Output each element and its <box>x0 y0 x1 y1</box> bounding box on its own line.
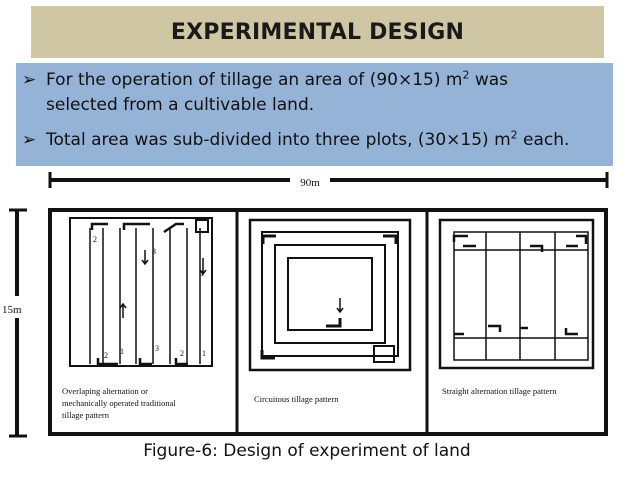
plot-1-pass-labels: 2 3 1 2 3 1 2 1 <box>93 235 206 360</box>
plot-2-pattern <box>248 218 412 372</box>
land-layout-diagram: 90m 15m 2 3 1 2 3 1 <box>2 172 609 438</box>
bullet-box: ➢ For the operation of tillage an area o… <box>16 63 613 166</box>
height-label: 15m <box>2 304 22 316</box>
figure-caption-text: Figure-6: Design of experiment of land <box>143 441 471 461</box>
slide-title: EXPERIMENTAL DESIGN <box>170 19 465 45</box>
pass-mark: 3 <box>155 344 159 353</box>
height-dimension <box>9 208 27 438</box>
bullet-1-text-after: was <box>469 70 509 90</box>
width-label: 90m <box>300 177 320 189</box>
bullet-2-text-after: each. <box>517 130 570 150</box>
bullet-text: Total area was sub-divided into three pl… <box>46 128 569 153</box>
pass-mark: 3 <box>152 247 156 256</box>
arrow-bullet-icon: ➢ <box>22 130 37 150</box>
plot-2-caption: Circuitous tillage pattern <box>254 394 339 404</box>
bullet-text: For the operation of tillage an area of … <box>46 68 508 93</box>
plot-3-pattern <box>438 218 595 370</box>
plot-1-caption-line: mechanically operated traditional <box>62 398 176 408</box>
pass-mark: 2 <box>180 349 184 358</box>
bullet-1-text: For the operation of tillage an area of … <box>46 70 463 90</box>
pass-mark: 2 <box>93 235 97 244</box>
plot-1-caption-line: Overlaping alternation or <box>62 386 148 396</box>
plot-1-caption: Overlaping alternation or mechanically o… <box>62 386 176 420</box>
figure-caption: Figure-6: Design of experiment of land <box>0 441 638 461</box>
field-outline <box>48 208 608 436</box>
arrow-bullet-icon: ➢ <box>22 70 37 90</box>
plot-1-caption-line: tillage pattern <box>62 410 110 420</box>
width-dimension <box>48 172 609 188</box>
pass-mark: 1 <box>200 269 204 278</box>
bullet-1-line-2: selected from a cultivable land. <box>46 95 315 115</box>
bullet-2-text: Total area was sub-divided into three pl… <box>46 130 511 150</box>
plot-3-caption: Straight alternation tillage pattern <box>442 386 557 396</box>
title-banner: EXPERIMENTAL DESIGN <box>31 6 604 58</box>
pass-mark: 2 <box>104 351 108 360</box>
bullet-1-sup: 2 <box>462 68 470 82</box>
pass-mark: 1 <box>202 349 206 358</box>
pass-mark: 1 <box>120 347 124 356</box>
bullet-2-sup: 2 <box>510 128 518 142</box>
plot-1-pattern <box>69 217 213 367</box>
